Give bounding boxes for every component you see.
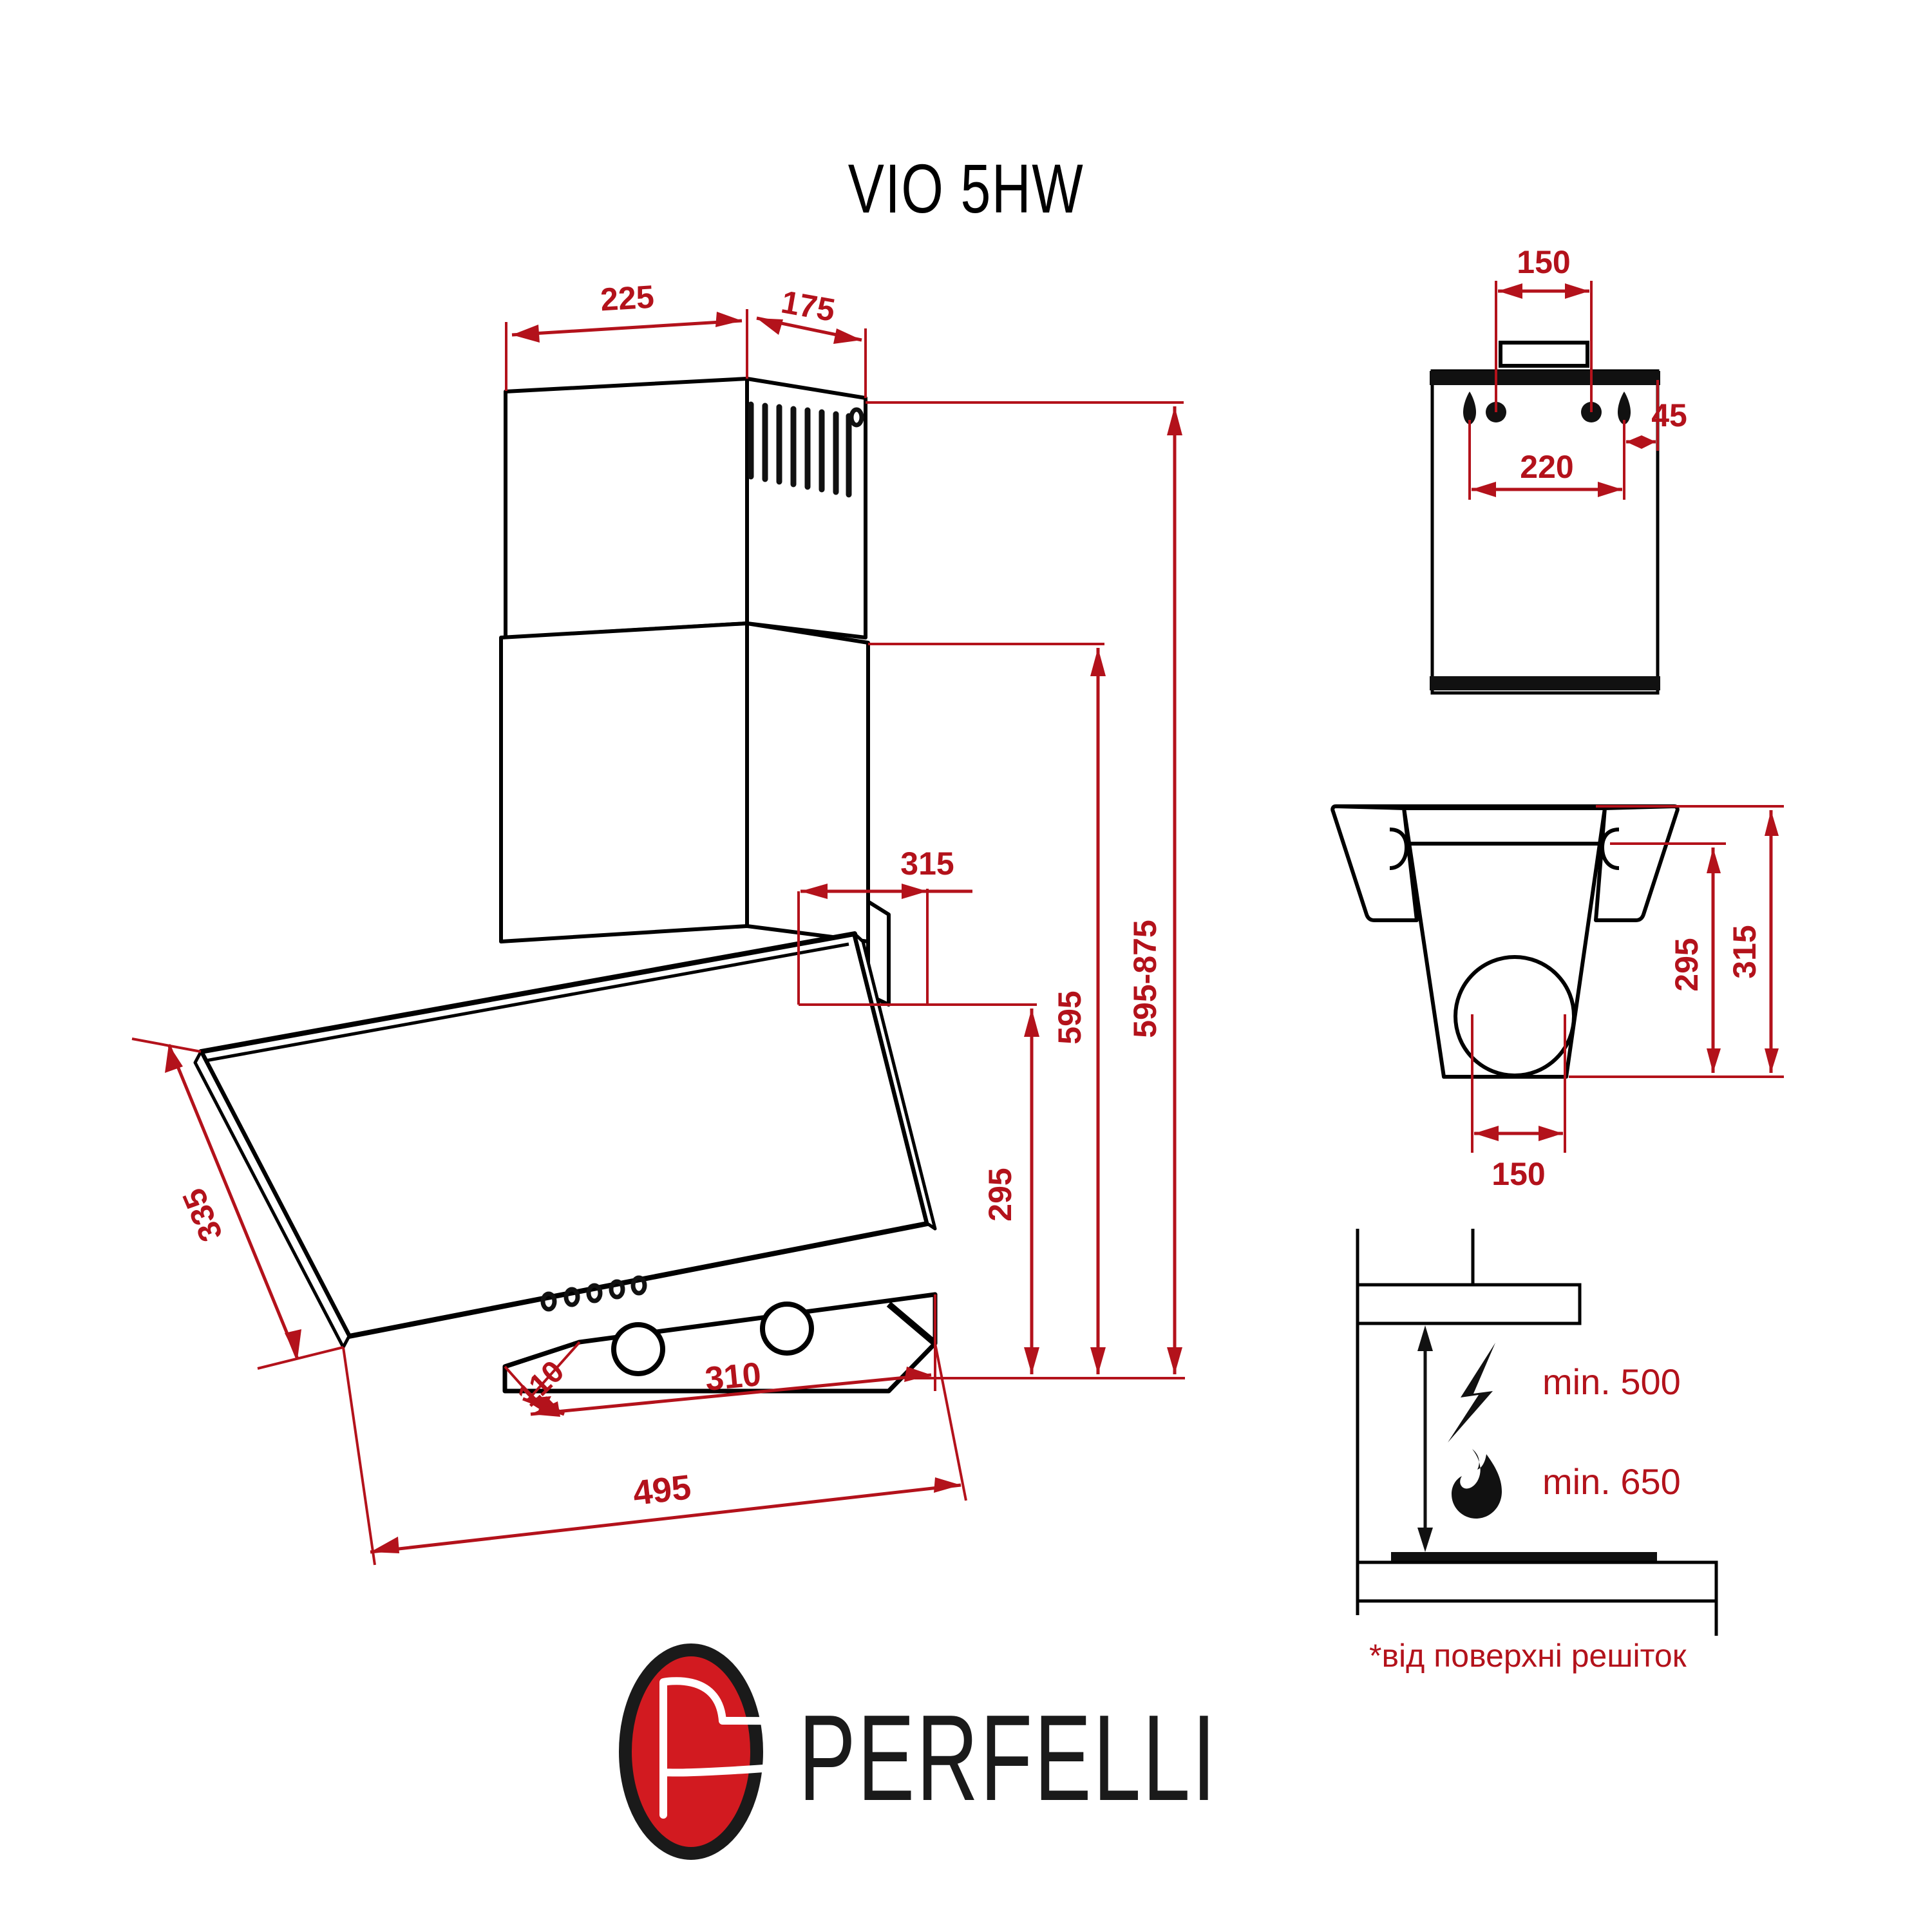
dimension-175 — [756, 316, 867, 398]
dimension-220 — [1468, 420, 1625, 500]
control-button[interactable] — [564, 1287, 580, 1307]
dimension-label-310: 310 — [703, 1356, 762, 1398]
dimension-225 — [505, 309, 748, 391]
control-panel-buttons[interactable] — [540, 1275, 647, 1312]
chimney-upper — [504, 377, 867, 639]
bottom-plate-right-chamfer — [886, 1302, 938, 1346]
main-perspective-view: 225 175 335 315 — [131, 279, 1185, 1566]
dimension-label-150-duct: 150 — [1492, 1156, 1545, 1192]
dimension-150-duct — [1471, 1014, 1566, 1153]
lamp-icon — [760, 1302, 814, 1356]
dimension-label-595: 595 — [1052, 990, 1088, 1044]
flame-icon — [1452, 1449, 1502, 1519]
hob-plate — [1391, 1552, 1657, 1562]
glass-panel-right-thickness — [853, 932, 937, 1231]
dimension-495 — [342, 1343, 967, 1566]
clearance-arrow — [1417, 1325, 1433, 1552]
dimension-label-315-depth: 315 — [900, 846, 954, 882]
mount-plate-bottom-bar — [1430, 676, 1660, 690]
dimension-315-section — [1569, 805, 1784, 1078]
gas-clearance-label: min. 650 — [1542, 1461, 1681, 1502]
dimension-label-315-section: 315 — [1727, 925, 1763, 978]
clearance-footnote: *від поверхні решіток — [1369, 1638, 1687, 1674]
counter-block — [1356, 1560, 1718, 1603]
screw-hole-icon — [849, 407, 864, 428]
logo-ellipse — [619, 1643, 763, 1860]
hinge-lug-icon — [1600, 828, 1620, 870]
hinge-lug-icon — [1389, 828, 1409, 870]
control-button[interactable] — [540, 1291, 557, 1312]
dimension-295-main — [799, 1003, 1043, 1379]
dimension-595 — [868, 643, 1106, 1374]
keyhole-slot-icon — [1618, 392, 1631, 424]
hood-block — [1356, 1283, 1582, 1325]
dimension-595-875 — [866, 401, 1185, 1379]
dimension-45 — [1626, 380, 1659, 451]
dimension-label-295-main: 295 — [982, 1168, 1018, 1221]
wall-mounting-template-view: 150 220 45 — [1430, 244, 1687, 695]
control-button[interactable] — [586, 1283, 603, 1303]
brand-wordmark: PERFELLI — [799, 1690, 1218, 1826]
vent-grille — [748, 401, 864, 498]
bottom-plate-left-chamfer — [504, 1340, 581, 1369]
dimension-label-45: 45 — [1651, 397, 1687, 433]
glass-panel-top-inner-edge — [194, 942, 849, 1065]
lightning-bolt-icon — [1448, 1343, 1495, 1443]
duct-outlet-rect — [1499, 341, 1589, 368]
glass-front-panel — [193, 931, 937, 1349]
dimension-label-595-875: 595-875 — [1127, 920, 1163, 1038]
dimension-315-depth — [797, 884, 972, 1005]
dimension-335 — [131, 1037, 344, 1370]
dimension-150-mount — [1495, 281, 1593, 412]
dimension-label-220: 220 — [1520, 449, 1573, 485]
lamp-icon — [611, 1322, 665, 1376]
chimney-upper-body — [504, 377, 867, 639]
brand-logo: PERFELLI — [619, 1643, 1218, 1860]
page-title: VIO 5HW — [848, 149, 1084, 228]
logo-p-letter — [659, 1677, 1014, 1819]
dimension-label-225: 225 — [600, 279, 656, 318]
dimension-310 — [530, 1294, 936, 1417]
dimension-label-495: 495 — [631, 1468, 693, 1513]
keyhole-slot-icon — [1463, 392, 1476, 424]
installation-clearance-view: min. 500 min. 650 *від поверхні решіток — [1356, 1229, 1718, 1674]
control-button[interactable] — [630, 1275, 647, 1296]
control-button[interactable] — [609, 1279, 625, 1300]
top-section-view: 295 315 150 — [1331, 804, 1784, 1192]
electric-clearance-label: min. 500 — [1542, 1361, 1681, 1402]
dimension-label-150-mount: 150 — [1517, 244, 1570, 280]
hood-bottom-plate — [502, 1292, 938, 1394]
mount-plate-top-bar — [1430, 371, 1660, 385]
dimension-label-295-section: 295 — [1669, 938, 1705, 991]
